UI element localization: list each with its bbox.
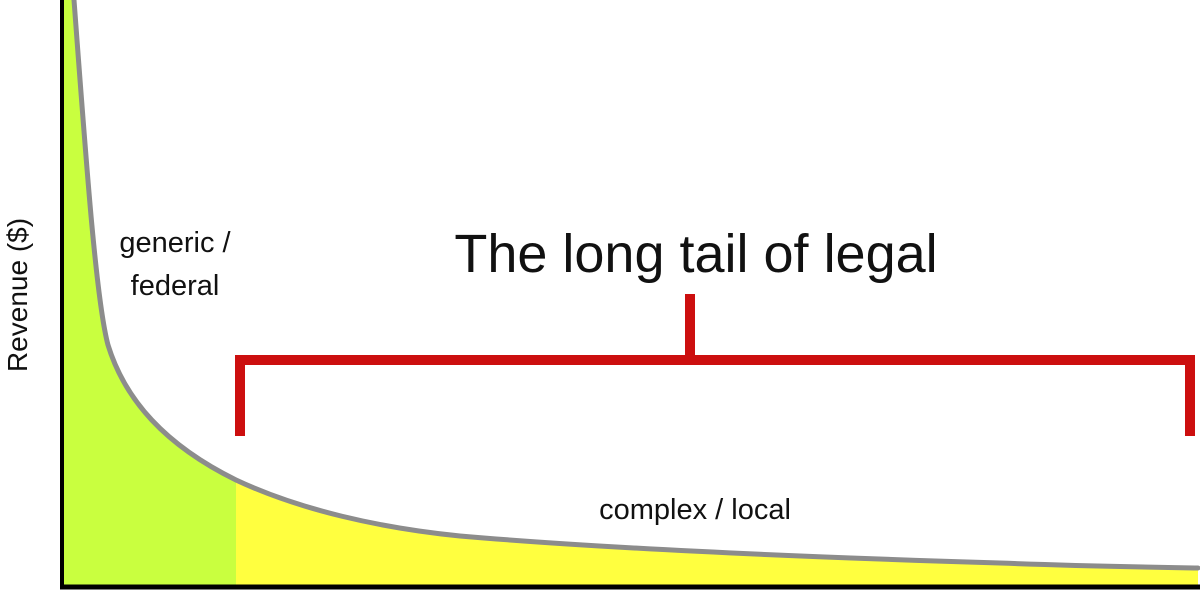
diagram-title: The long tail of legal [454,224,937,284]
head-label-line1: generic / [119,227,231,259]
tail-label: complex / local [599,494,791,526]
head-area [62,0,236,587]
head-label-line2: federal [131,270,220,302]
y-axis-label: Revenue ($) [2,218,33,372]
tail-area [236,480,1198,587]
long-tail-bracket [235,294,1195,436]
long-tail-curve [71,0,1200,571]
